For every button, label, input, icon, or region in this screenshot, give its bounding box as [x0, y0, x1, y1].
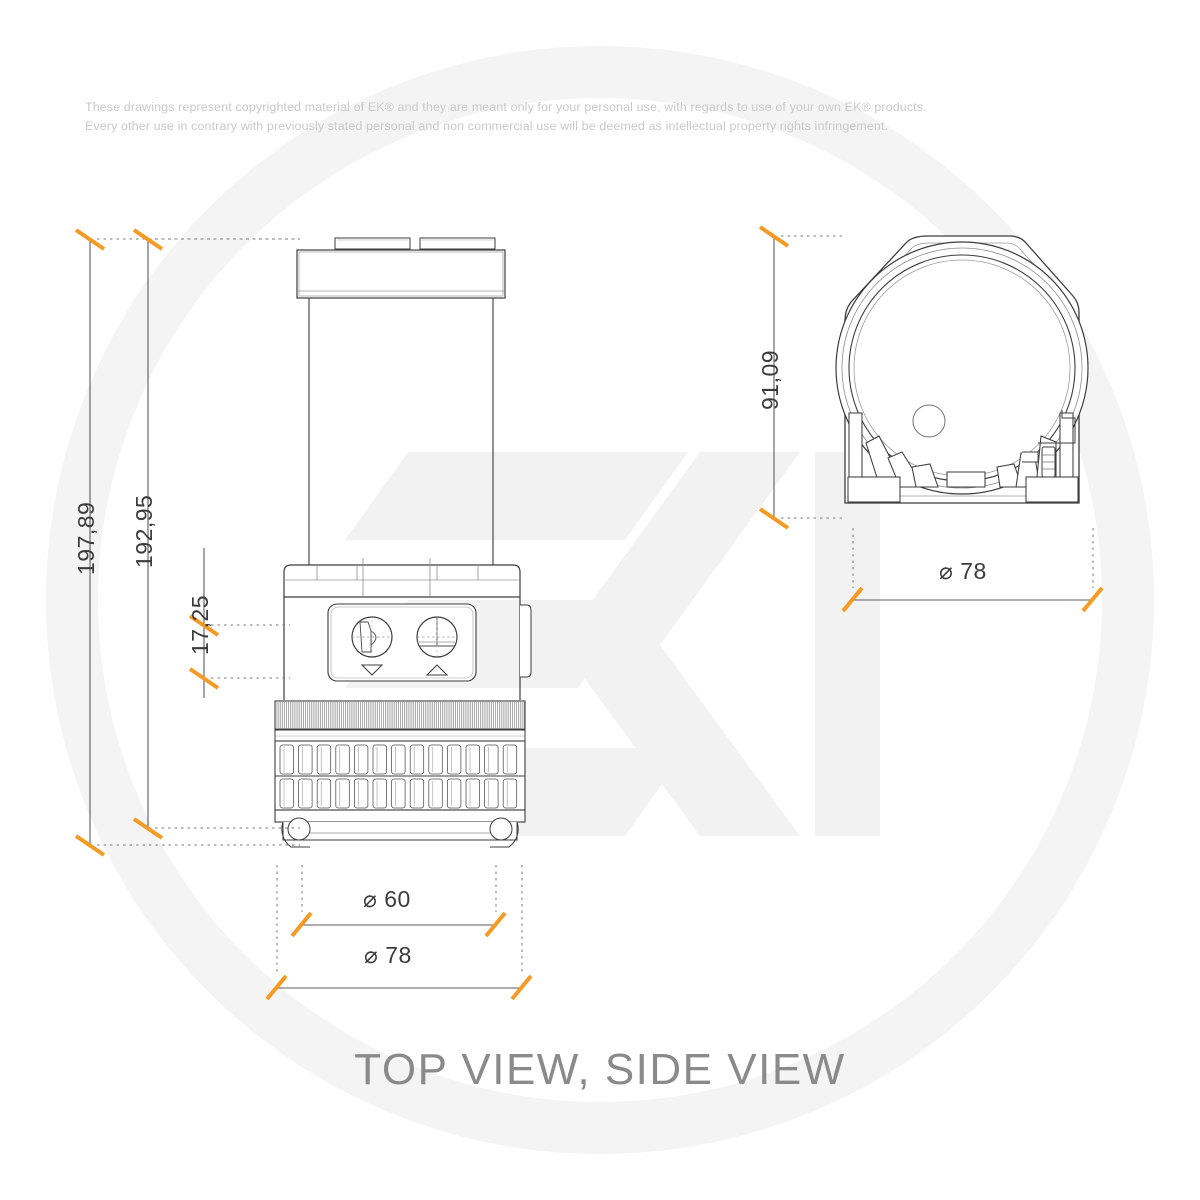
dim-197-89: [74, 228, 300, 857]
pump-top-housing: [283, 558, 532, 700]
separator-band: [274, 729, 526, 742]
inlet-port: [351, 616, 393, 676]
dim-91-09: [758, 225, 845, 530]
outer-ring: [835, 241, 1089, 495]
dim-192-95: [132, 228, 300, 840]
reservoir-cap: [296, 237, 506, 299]
vent-slots: [274, 740, 526, 811]
dim-label-17-25: 17,25: [187, 594, 213, 655]
side-view: [274, 237, 532, 848]
reservoir-tube: [308, 298, 494, 566]
dim-17-25: [188, 548, 290, 698]
knurled-ring: [274, 700, 526, 730]
disclaimer-line-1: These drawings represent copyrighted mat…: [85, 100, 927, 114]
dim-label-91-09: 91,09: [757, 349, 783, 410]
view-title: TOP VIEW, SIDE VIEW: [354, 1045, 846, 1094]
watermark-ring: [46, 46, 1154, 1154]
copyright-disclaimer: These drawings represent copyrighted mat…: [85, 98, 1085, 136]
top-view: [835, 235, 1089, 504]
dim-label-197-89: 197,89: [73, 501, 99, 575]
cable-connector: [1022, 410, 1076, 478]
dimension-lines: [74, 225, 1104, 1001]
disclaimer-line-2: Every other use in contrary with previou…: [85, 119, 889, 133]
outlet-port: [416, 616, 458, 676]
dim-label-dia-60: ⌀ 60: [363, 886, 411, 912]
dim-dia-78-side: [265, 865, 533, 1001]
dim-label-192-95: 192,95: [131, 494, 157, 568]
dim-dia-60: [290, 865, 507, 938]
dim-label-dia-78-top: ⌀ 78: [939, 558, 987, 584]
dim-dia-78-top: [841, 528, 1104, 613]
fin-foot-pads: [847, 476, 1079, 503]
base-feet: [274, 809, 526, 848]
dim-label-dia-78-side: ⌀ 78: [364, 942, 412, 968]
fill-port-circle: [912, 404, 946, 438]
